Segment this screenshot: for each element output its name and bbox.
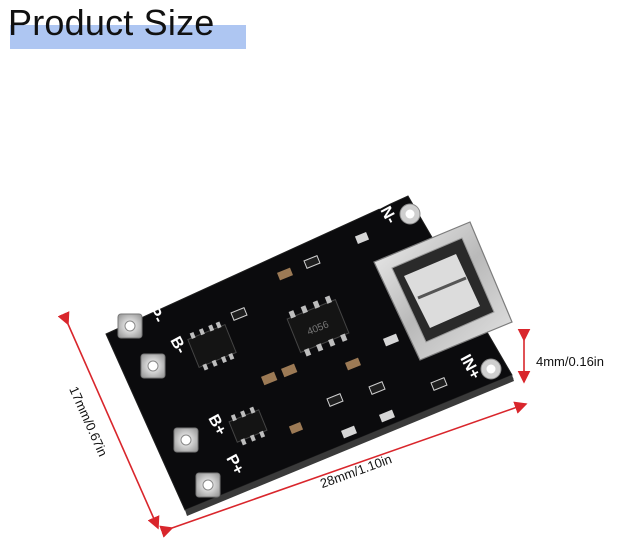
height-dimension-label: 4mm/0.16in [536, 354, 604, 369]
usb-c-port-icon [373, 221, 513, 361]
page-header: Product Size [0, 0, 250, 50]
title-highlight [10, 25, 246, 49]
dimension-lines [57, 311, 531, 538]
mounting-holes [399, 203, 502, 380]
charger-ic: 4056 [286, 295, 350, 357]
protection-ic [187, 321, 237, 371]
label-b-minus: B- [166, 334, 189, 357]
page-title: Product Size [8, 2, 215, 43]
length-dimension-line [159, 401, 528, 538]
width-dimension-line [57, 311, 160, 530]
